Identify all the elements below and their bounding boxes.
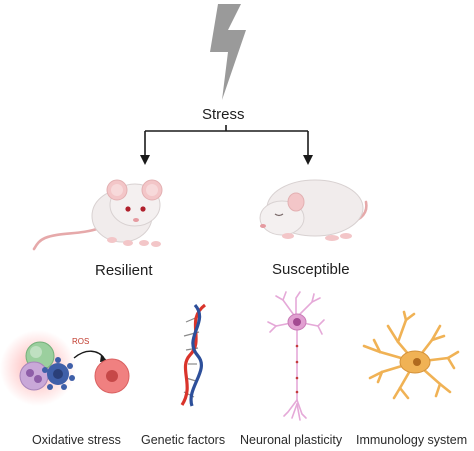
factor-label-immunology-system: Immunology system (356, 433, 468, 447)
resilient-label: Resilient (95, 262, 153, 279)
factor-label-genetic-factors: Genetic factors (141, 433, 226, 447)
factor-label-neuronal-plasticity: Neuronal plasticity (240, 433, 343, 447)
susceptible-label: Susceptible (272, 261, 350, 278)
stress-label: Stress (202, 106, 245, 123)
ros-label: ROS (72, 337, 90, 346)
factor-label-oxidative-stress: Oxidative stress (32, 433, 121, 447)
